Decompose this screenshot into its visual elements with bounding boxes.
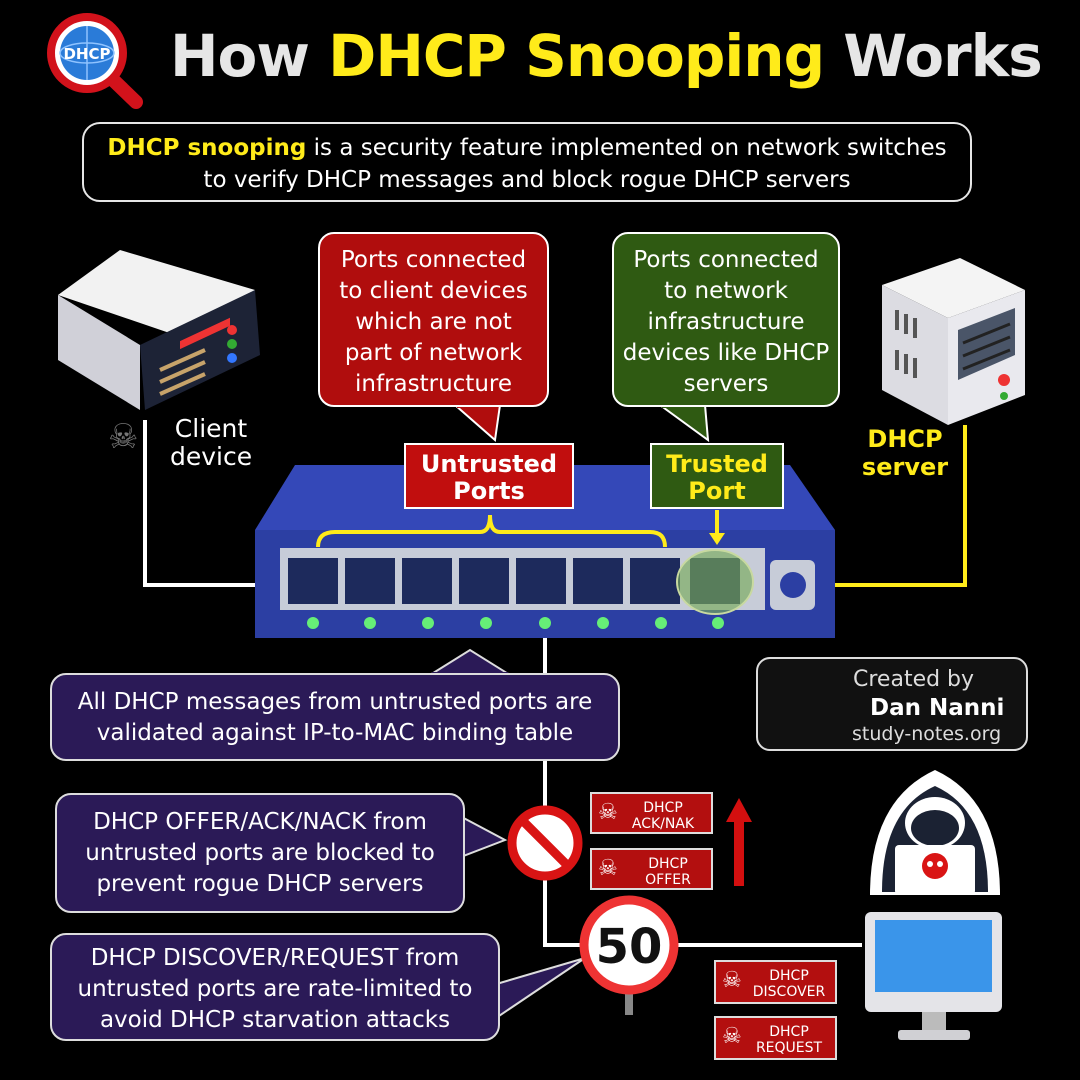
- skull-watermark-icon: ☠: [108, 417, 138, 457]
- untrusted-brace: [316, 514, 667, 548]
- blocked-icon: [507, 805, 583, 881]
- author-site: study-notes.org: [852, 723, 1002, 745]
- logo-text: DHCP: [63, 45, 110, 63]
- validation-note: All DHCP messages from untrusted ports a…: [50, 673, 620, 761]
- credit-prefix: Created by: [853, 667, 975, 692]
- author-name: Dan Nanni: [870, 695, 1005, 721]
- trusted-bubble-tail: [656, 404, 710, 443]
- intro-line1: is a security feature implemented on net…: [306, 135, 947, 161]
- hacker-icon: [870, 770, 1000, 895]
- attacker-computer-icon: [865, 912, 1002, 1040]
- arrow-up-icon: [726, 798, 752, 886]
- speed-limit-value: 50: [596, 919, 663, 975]
- attacker-cable: [543, 590, 590, 947]
- intro-line2: to verify DHCP messages and block rogue …: [203, 167, 851, 193]
- rate-limit-icon: [579, 895, 679, 1015]
- dhcp-logo-icon: DHCP: [47, 13, 143, 109]
- intro-box: DHCP snooping is a security feature impl…: [82, 122, 972, 202]
- credit-card: Created by Dan Nanni study-notes.org: [756, 657, 1028, 751]
- switch-ports: [288, 549, 754, 615]
- client-server-icon: [58, 250, 260, 410]
- skull-icon: ☠: [598, 856, 618, 881]
- client-cable: [143, 420, 300, 587]
- skull-icon: ☠: [598, 800, 618, 825]
- skull-icon: ☠: [722, 968, 742, 993]
- trusted-port-arrow: [709, 533, 725, 545]
- dhcp-server-icon: [882, 258, 1025, 425]
- intro-highlight: DHCP snooping: [107, 135, 307, 161]
- page-title: How DHCP Snooping Works: [170, 22, 1043, 90]
- port-leds: [307, 617, 724, 629]
- untrusted-bubble-tail: [452, 404, 502, 442]
- trusted-port-highlight: [676, 549, 754, 615]
- skull-icon: ☠: [722, 1024, 742, 1049]
